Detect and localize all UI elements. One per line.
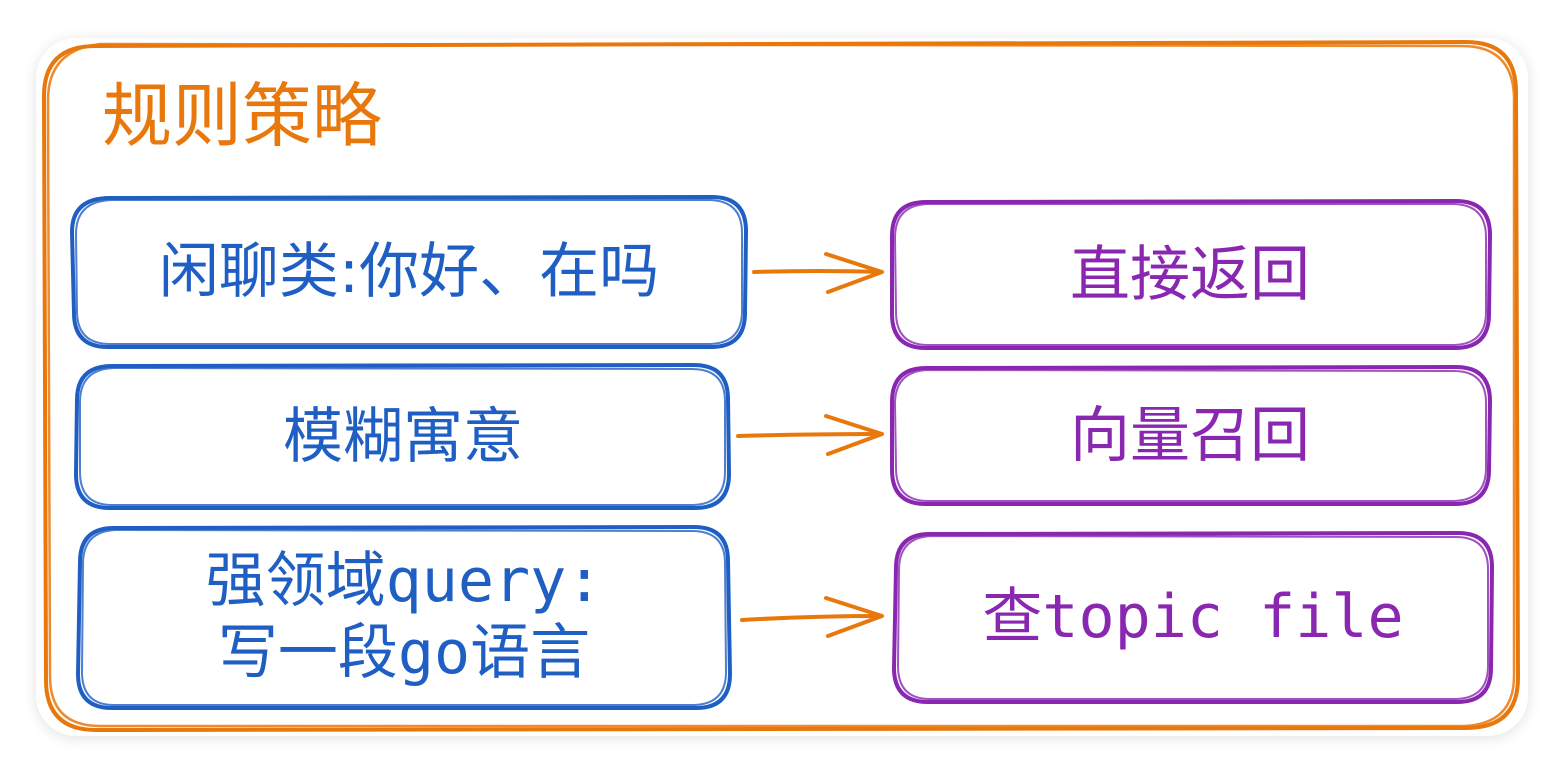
arrow-fuzzy-to-vector-recall	[736, 414, 884, 456]
input-box-domain	[75, 524, 733, 710]
input-box-chitchat-sketch	[74, 199, 743, 345]
input-label-chitchat: 闲聊类:你好、在吗	[158, 237, 660, 307]
output-box-direct-return	[890, 198, 1493, 350]
input-box-domain-sketch	[80, 528, 728, 706]
diagram-title: 规则策略	[102, 75, 382, 157]
output-box-vector-recall-sketch	[893, 368, 1487, 502]
output-box-direct-return-sketch	[893, 203, 1487, 346]
container-border	[42, 40, 1520, 732]
output-label-vector-recall: 向量召回	[1070, 401, 1310, 471]
output-box-vector-recall	[890, 364, 1493, 506]
input-label-domain: 强领域query: 写一段go语言	[205, 546, 603, 688]
output-box-topic-file-sketch	[896, 534, 1489, 700]
input-box-chitchat	[69, 194, 749, 349]
input-box-fuzzy	[73, 362, 732, 510]
input-label-fuzzy: 模糊寓意	[283, 402, 523, 472]
output-label-direct-return: 直接返回	[1070, 240, 1310, 310]
output-box-topic-file	[891, 530, 1495, 704]
arrow-domain-to-topic-file	[740, 596, 884, 638]
output-label-topic-file: 查topic file	[982, 582, 1404, 652]
container-border-sketch	[46, 42, 1516, 728]
arrow-chitchat-to-direct-return	[752, 252, 884, 294]
input-box-fuzzy-sketch	[79, 366, 726, 506]
